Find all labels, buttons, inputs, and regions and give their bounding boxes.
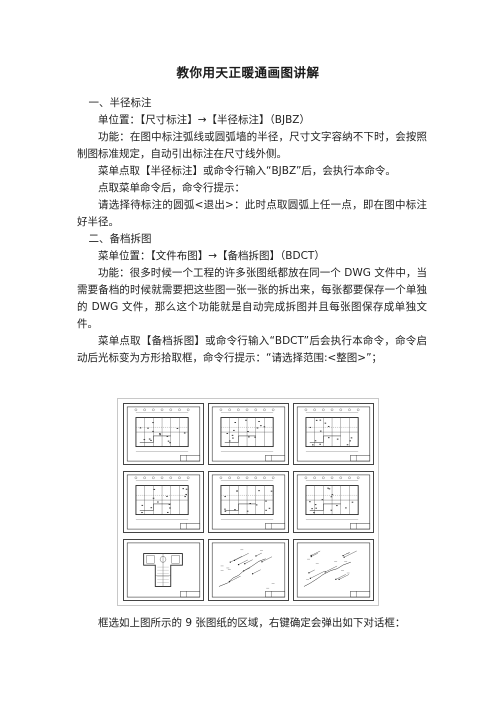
drawing-sheet-graphic [296,542,371,598]
drawing-sheet-thumbnail [123,539,204,601]
drawing-sheet-graphic [211,542,286,598]
paragraph: 单位置：【尺寸标注】→【半径标注】（BJBZ） [98,114,310,126]
drawing-sheet-thumbnail [208,539,289,601]
drawing-sheet-thumbnail [208,471,289,533]
section-heading: 二、备档拆图 [88,233,152,245]
document-title: 教你用天正暖通画图讲解 [176,65,320,80]
drawing-sheet-graphic [296,406,371,462]
paragraph: 菜单位置：【文件布图】→【备档拆图】（BDCT） [98,250,325,262]
document-body: 一、半径标注 单位置：【尺寸标注】→【半径标注】（BJBZ） 功能：在图中标注弧… [77,95,427,367]
drawing-sheet-graphic [211,474,286,530]
paragraph: 请选择待标注的圆弧<退出>：此时点取圆弧上任一点，即在图中标注好半径。 [77,199,427,228]
drawing-sheet-thumbnail [293,471,374,533]
drawing-sheet-graphic [126,406,201,462]
paragraph: 菜单点取【备档拆图】或命令行输入“BDCT”后会执行本命令，命令启动后光标变为方… [77,335,427,364]
drawing-sheet-graphic [211,406,286,462]
paragraph: 功能：很多时候一个工程的许多张图纸都放在同一个 DWG 文件中，当需要备档的时候… [77,267,427,330]
figure-caption: 框选如上图所示的 9 张图纸的区域，右键确定会弹出如下对话框： [77,615,427,632]
drawing-sheet-thumbnail [123,403,204,465]
paragraph: 功能：在图中标注弧线或圆弧墙的半径，尺寸文字容纳不下时，会按照制图标准规定，自动… [77,131,427,160]
drawing-sheet-thumbnail [123,471,204,533]
drawing-sheet-graphic [126,474,201,530]
section-heading: 一、半径标注 [88,97,152,109]
drawing-sheet-graphic [296,474,371,530]
drawing-sheet-thumbnail [293,539,374,601]
drawing-sheet-graphic [126,542,201,598]
drawing-sheet-thumbnail [208,403,289,465]
paragraph: 点取菜单命令后，命令行提示： [98,182,245,194]
drawing-sheets-figure [117,398,379,606]
paragraph: 框选如上图所示的 9 张图纸的区域，右键确定会弹出如下对话框： [98,617,406,629]
drawing-sheet-thumbnail [293,403,374,465]
paragraph: 菜单点取【半径标注】或命令行输入“BJBZ”后，会执行本命令。 [98,165,396,177]
